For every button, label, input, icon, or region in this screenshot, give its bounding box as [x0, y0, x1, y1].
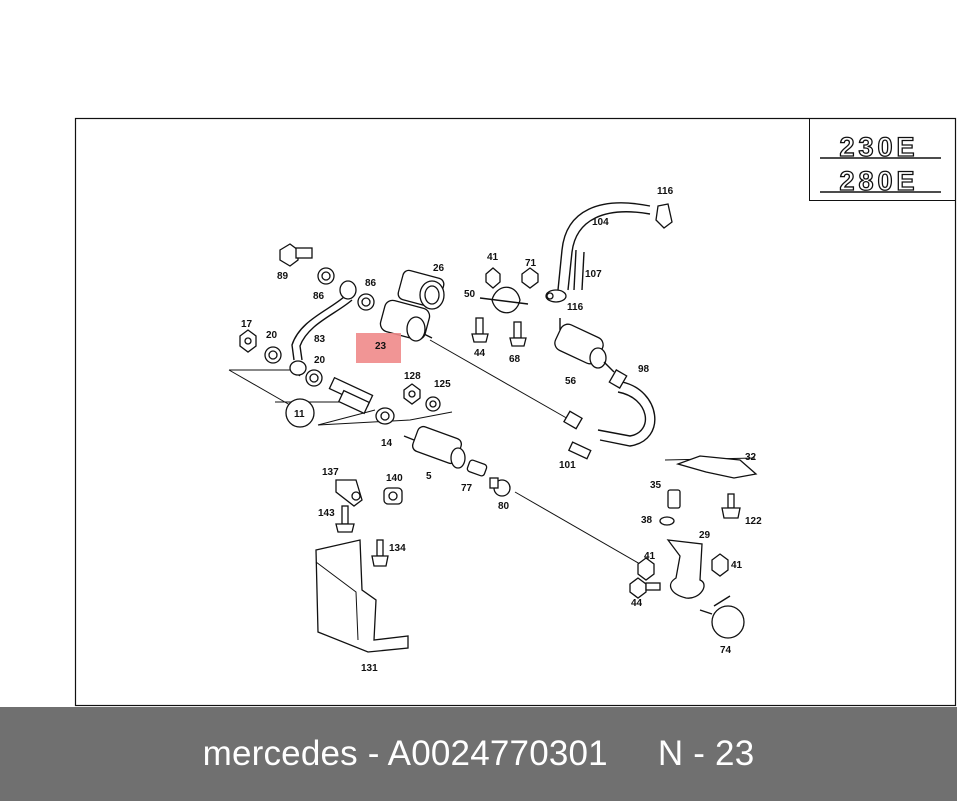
callout-circle-11 [285, 398, 315, 428]
bracket-137 [335, 479, 363, 507]
screw-44-top [471, 317, 489, 343]
callout-44: 44 [631, 598, 643, 609]
fuel-pump-56 [554, 318, 615, 373]
callout-107: 107 [585, 269, 602, 280]
callout-35: 35 [650, 480, 662, 491]
callout-71: 71 [525, 258, 537, 269]
bracket-29 [666, 539, 705, 599]
hose-104 [557, 202, 651, 291]
callout-98: 98 [638, 364, 650, 375]
callout-41: 41 [731, 560, 743, 571]
damper-cap-26 [397, 269, 445, 310]
parts-diagram: 230E 280E [74, 117, 957, 707]
clip-50 [479, 286, 529, 314]
screw-68 [509, 321, 527, 347]
callout-134: 134 [389, 543, 406, 554]
callout-20: 20 [266, 330, 278, 341]
sleeve-77 [466, 459, 488, 477]
seal-ring-14 [375, 407, 395, 425]
clip-116-upper [655, 203, 673, 229]
callout-14: 14 [381, 438, 393, 449]
model-badge-230e: 230E [820, 131, 941, 163]
callout-86: 86 [313, 291, 325, 302]
fuel-line-83 [289, 280, 357, 376]
caption-bar: mercedes - A0024770301 N - 23 [0, 707, 957, 801]
callout-38: 38 [641, 515, 653, 526]
callout-74: 74 [720, 645, 732, 656]
callout-77: 77 [461, 483, 473, 494]
nut-17 [239, 329, 257, 353]
fuel-hose-98 [563, 369, 656, 447]
banjo-bolt-89 [279, 243, 313, 267]
callout-68: 68 [509, 354, 521, 365]
screw-134 [371, 539, 389, 567]
bolt-44-bottom [629, 577, 661, 599]
callout-89: 89 [277, 271, 289, 282]
callout-32: 32 [745, 452, 757, 463]
callout-17: 17 [241, 319, 253, 330]
callout-131: 131 [361, 663, 378, 674]
screw-122 [721, 493, 741, 519]
nut-41-top [485, 267, 501, 289]
model-badge-280e: 280E [820, 165, 941, 197]
callout-5: 5 [426, 471, 432, 482]
callout-41: 41 [644, 551, 656, 562]
nut-41-left [637, 557, 655, 581]
caption-part-text: mercedes - A0024770301 [202, 734, 608, 773]
callout-128: 128 [404, 371, 421, 382]
callout-23: 23 [375, 341, 387, 352]
callout-80: 80 [498, 501, 510, 512]
screw-143 [335, 505, 355, 533]
callout-56: 56 [565, 376, 577, 387]
fitting-11 [328, 376, 374, 415]
callout-41: 41 [487, 252, 499, 263]
callout-125: 125 [434, 379, 451, 390]
callout-83: 83 [314, 334, 326, 345]
callout-143: 143 [318, 508, 335, 519]
callout-140: 140 [386, 473, 403, 484]
clip-116-lower [545, 289, 567, 303]
seal-ring-20-left [264, 346, 282, 364]
fuel-pump-5 [403, 425, 466, 469]
hose-107 [573, 249, 585, 291]
callout-44: 44 [474, 348, 486, 359]
rubber-mount-140 [383, 487, 403, 505]
nut-41-right [711, 553, 729, 577]
model-badge-box: 230E 280E [809, 118, 956, 201]
callout-26: 26 [433, 263, 445, 274]
svg-text:230E: 230E [839, 132, 918, 162]
fuel-accumulator-23 [379, 299, 433, 342]
callout-101: 101 [559, 460, 576, 471]
washer-38 [659, 516, 675, 526]
pressure-regulator-74 [699, 595, 745, 639]
callout-137: 137 [322, 467, 339, 478]
nut-128 [403, 383, 421, 405]
highlight-box-23 [356, 333, 401, 363]
bracket-32 [675, 455, 758, 479]
callout-104: 104 [592, 217, 609, 228]
callout-20: 20 [314, 355, 326, 366]
callout-50: 50 [464, 289, 476, 300]
filter-35 [667, 489, 681, 509]
callout-labels: 89 86 86 26 41 71 116 104 107 116 50 17 … [241, 186, 762, 674]
sleeve-101 [567, 441, 592, 460]
diagram-frame [74, 117, 957, 707]
callout-116: 116 [657, 186, 674, 197]
callout-122: 122 [745, 516, 762, 527]
callout-29: 29 [699, 530, 711, 541]
callout-86: 86 [365, 278, 377, 289]
nut-71 [521, 267, 539, 289]
seal-ring-86-lower [357, 293, 375, 311]
lock-washer-125 [425, 396, 441, 412]
seal-ring-86-upper [317, 267, 335, 285]
seal-ring-20-right [305, 369, 323, 387]
caption-ref-text: N - 23 [657, 734, 755, 773]
callout-11: 11 [294, 409, 305, 420]
callout-116: 116 [567, 302, 584, 313]
clamp-80 [489, 477, 511, 497]
cover-plate-131 [315, 539, 409, 653]
